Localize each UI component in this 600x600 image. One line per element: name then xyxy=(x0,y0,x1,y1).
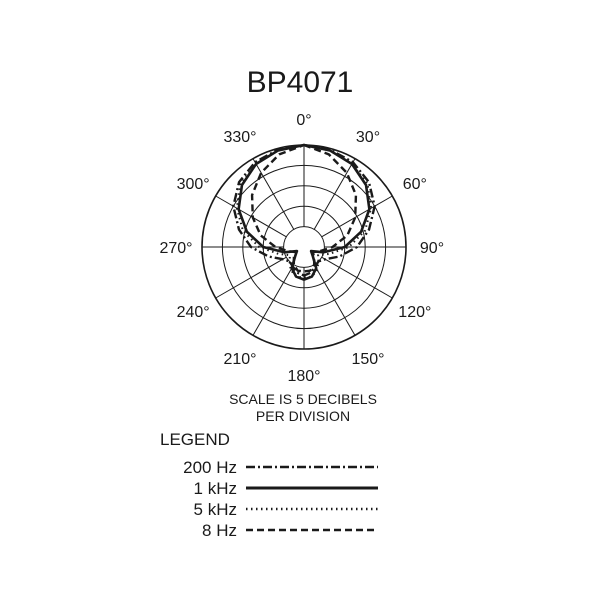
grid-spoke-150 xyxy=(313,264,356,336)
angle-label-0: 0° xyxy=(296,112,311,129)
legend-label-200-hz: 200 Hz xyxy=(183,458,237,477)
series-line-200-hz xyxy=(232,143,376,277)
angle-label-150: 150° xyxy=(351,351,384,368)
angle-label-210: 210° xyxy=(223,351,256,368)
chart-title: BP4071 xyxy=(247,66,354,99)
legend: 200 Hz 1 kHz 5 kHz 8 Hz xyxy=(183,458,378,540)
legend-label-1-khz: 1 kHz xyxy=(194,479,237,498)
grid-spoke-300 xyxy=(215,195,287,238)
legend-label-5-khz: 5 kHz xyxy=(194,500,237,519)
grid-spoke-30 xyxy=(313,158,356,230)
angle-labels: 0° 30° 60° 90° 120° 150° 180° 210° 240° 270° 300° 3… xyxy=(159,112,444,385)
angle-label-330: 330° xyxy=(223,129,256,146)
grid-spoke-210 xyxy=(252,264,295,336)
angle-label-270: 270° xyxy=(159,240,192,257)
grid-spoke-120 xyxy=(321,256,393,299)
legend-label-8-hz: 8 Hz xyxy=(202,521,237,540)
polar-series-group xyxy=(232,143,376,281)
grid-spoke-240 xyxy=(215,256,287,299)
series-line-1-khz xyxy=(237,143,371,281)
scale-note-line-1: SCALE IS 5 DECIBELS xyxy=(229,391,377,407)
angle-label-30: 30° xyxy=(356,129,380,146)
angle-label-300: 300° xyxy=(177,176,210,193)
legend-title: LEGEND xyxy=(160,430,230,449)
grid-spoke-330 xyxy=(252,158,295,230)
angle-label-60: 60° xyxy=(403,176,427,193)
angle-label-180: 180° xyxy=(287,368,320,385)
series-line-8-hz xyxy=(250,143,358,273)
angle-label-240: 240° xyxy=(177,304,210,321)
scale-note-line-2: PER DIVISION xyxy=(256,408,350,424)
angle-label-90: 90° xyxy=(420,240,444,257)
angle-label-120: 120° xyxy=(398,304,431,321)
polar-grid xyxy=(201,144,407,350)
grid-spoke-60 xyxy=(321,195,393,238)
series-line-5-khz xyxy=(235,144,373,279)
